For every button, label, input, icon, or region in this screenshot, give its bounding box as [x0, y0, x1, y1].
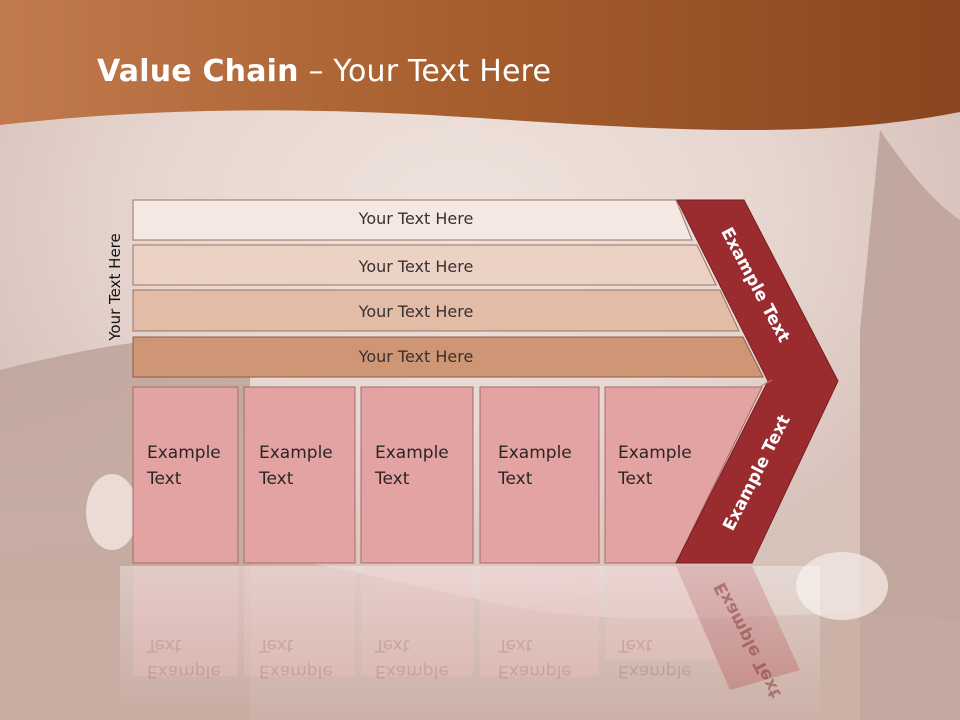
box-2-line2: Text	[259, 469, 294, 489]
box-2-label: Example Text	[259, 440, 333, 492]
page-title: Value Chain – Your Text Here	[97, 54, 551, 89]
bar-4	[132, 336, 764, 378]
bar-4-label: Your Text Here	[358, 347, 474, 366]
box-4-reflection: Example Text	[498, 635, 572, 681]
box-2-line1: Example	[259, 443, 333, 463]
box-4	[479, 386, 600, 564]
box-3-label: Example Text	[375, 440, 449, 492]
box-3-line2: Text	[375, 469, 410, 489]
bar-3	[132, 289, 740, 332]
bar-3-label: Your Text Here	[358, 302, 474, 321]
box-4-line1: Example	[498, 443, 572, 463]
title-bold: Value Chain	[97, 54, 299, 89]
box-5-label: Example Text	[618, 440, 692, 492]
box-1	[132, 386, 239, 564]
bar-2-label: Your Text Here	[358, 257, 474, 276]
bar-1	[132, 199, 693, 241]
box-4-line2: Text	[498, 469, 533, 489]
box-2-reflection: Example Text	[259, 635, 333, 681]
box-4-label: Example Text	[498, 440, 572, 492]
box-3-line1: Example	[375, 443, 449, 463]
bar-2	[132, 244, 717, 286]
bar-1-label: Your Text Here	[358, 209, 474, 228]
box-5-line2: Text	[618, 469, 653, 489]
chevron-arrow	[675, 199, 839, 564]
title-rest: – Your Text Here	[308, 54, 552, 89]
box-1-line2: Text	[147, 469, 182, 489]
box-3-reflection: Example Text	[375, 635, 449, 681]
box-1-label: Example Text	[147, 440, 221, 492]
box-5-line1: Example	[618, 443, 692, 463]
box-2	[243, 386, 356, 564]
box-3	[360, 386, 474, 564]
box-5-reflection: Example Text	[618, 635, 692, 681]
box-1-line1: Example	[147, 443, 221, 463]
box-1-reflection: Example Text	[147, 635, 221, 681]
